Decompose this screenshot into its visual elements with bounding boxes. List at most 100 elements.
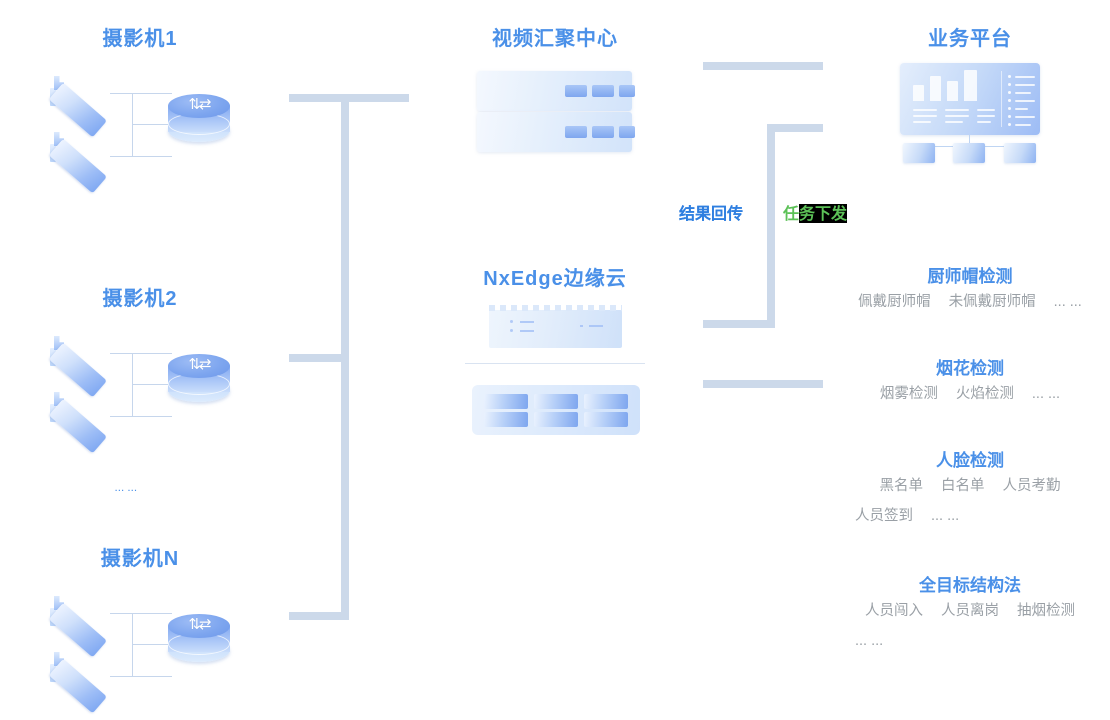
detection-item: 白名单: [941, 478, 985, 494]
flow-label-result-return: 结果回传: [679, 204, 744, 223]
detection-title: 厨师帽检测: [927, 267, 1013, 286]
camera-group-2-title: 摄影机2: [102, 288, 178, 310]
detection-group: 烟花检测 烟雾检测火焰检测... ...: [830, 354, 1110, 409]
dashboard-line: [977, 121, 991, 123]
router-top: [168, 614, 230, 638]
flow-label-task-head: 任: [783, 204, 800, 223]
dashboard-list-bullet: [1008, 83, 1011, 86]
camera-lens: [54, 336, 64, 350]
platform-link-branch: [767, 124, 823, 132]
platform-link-bottom: [703, 320, 775, 328]
detection-group: 全目标结构法 人员闯入 人员离岗 抽烟检测 ... ...: [830, 571, 1110, 656]
dashboard-list-bullet: [1008, 123, 1011, 126]
camera-lens: [54, 596, 64, 610]
edge-device-indicator: [510, 320, 513, 323]
detection-item: ... ...: [1031, 386, 1061, 402]
dashboard-bar: [947, 81, 958, 101]
dashboard-separator: [1001, 71, 1002, 127]
edge-device-port: [520, 330, 534, 332]
detection-item: 人员签到: [855, 508, 913, 524]
camera-icon: [48, 378, 112, 454]
video-center-title: 视频汇聚中心: [492, 28, 618, 50]
dashboard-list-bullet: [1008, 75, 1011, 78]
detection-item: 火焰检测: [955, 386, 1014, 402]
camera-bracket-stem: [132, 384, 172, 385]
camera-bracket-bottom: [110, 416, 172, 417]
camera-group-1-title: 摄影机1: [102, 28, 178, 50]
dashboard-line: [945, 115, 969, 117]
rack-led: [592, 85, 614, 97]
detection-item: 人员考勤: [1002, 478, 1061, 494]
detection-item: ... ...: [931, 508, 960, 524]
detection-items-row: 人员签到 ... ...: [830, 501, 1110, 531]
dashboard-line: [977, 109, 995, 111]
stray-ellipsis-text: ... ...: [115, 484, 138, 493]
edge-device-port: [589, 325, 603, 327]
camera-icon: [48, 322, 112, 398]
camera-body: [48, 138, 107, 194]
dashboard-list-line: [1015, 108, 1028, 110]
rack-led: [592, 126, 614, 138]
detection-title: 全目标结构法: [919, 576, 1021, 595]
detection-item: ... ...: [855, 633, 884, 649]
edge-device-port: [580, 325, 583, 327]
edge-device-vents: [489, 305, 622, 311]
edge-device: [489, 305, 622, 348]
dashboard-list-bullet: [1008, 115, 1011, 118]
camera-bracket-spine: [132, 613, 133, 677]
dashboard-line: [945, 109, 969, 111]
dashboard-list-bullet: [1008, 91, 1011, 94]
edge-device-port: [520, 321, 534, 323]
detection-item: 佩戴厨师帽: [858, 294, 931, 310]
detection-item: ... ...: [1053, 294, 1082, 310]
detection-item: 未佩戴厨师帽: [948, 294, 1036, 310]
router-top: [168, 94, 230, 118]
dashboard-bar: [930, 76, 941, 101]
router-arrows-icon: ⇅⇄: [188, 356, 211, 373]
dashboard-line: [913, 109, 937, 111]
rack-led: [565, 126, 587, 138]
camera-bracket-bottom: [110, 676, 172, 677]
dashboard-line: [945, 121, 963, 123]
camera-lens: [54, 76, 64, 90]
camera-group-n-title: 摄影机N: [100, 548, 180, 570]
camera-lens: [54, 392, 64, 406]
dashboard-list-line: [1015, 84, 1035, 86]
router-arrows-icon: ⇅⇄: [188, 616, 211, 633]
dashboard-list-bullet: [1008, 99, 1011, 102]
detection-item: 抽烟检测: [1017, 603, 1075, 619]
router-icon: ⇅⇄: [168, 354, 230, 410]
platform-node: [953, 143, 985, 163]
router-arrows-icon: ⇅⇄: [188, 96, 211, 113]
router-icon: ⇅⇄: [168, 94, 230, 150]
edge-blade: [484, 412, 528, 427]
detection-title: 烟花检测: [936, 359, 1004, 378]
dashboard-screen: [900, 63, 1040, 135]
dashboard-list-line: [1015, 76, 1035, 78]
camera-bracket-bottom: [110, 156, 172, 157]
rack-led: [565, 85, 587, 97]
trunk-branch-middle: [289, 354, 349, 362]
platform-fanout-stem: [969, 135, 970, 146]
detection-group: 厨师帽检测 佩戴厨师帽 未佩戴厨师帽 ... ...: [830, 262, 1110, 317]
edge-blade: [584, 412, 628, 427]
dashboard-list-line: [1015, 116, 1035, 118]
camera-icon: [48, 638, 112, 714]
camera-body: [48, 658, 107, 714]
detection-item: 人员闯入: [865, 603, 923, 619]
camera-bracket-stem: [132, 124, 172, 125]
edge-blade: [534, 394, 578, 409]
camera-bracket-spine: [132, 93, 133, 157]
detection-item: 人员离岗: [941, 603, 999, 619]
detection-title: 人脸检测: [936, 451, 1004, 470]
server-rack: [477, 71, 635, 111]
dashboard-line: [913, 115, 937, 117]
camera-icon: [48, 582, 112, 658]
dashboard-list-bullet: [1008, 107, 1011, 110]
dashboard-list-line: [1015, 92, 1031, 94]
edge-blade: [584, 394, 628, 409]
rack-led: [619, 126, 635, 138]
rack-led: [619, 85, 635, 97]
camera-bracket-spine: [132, 353, 133, 417]
